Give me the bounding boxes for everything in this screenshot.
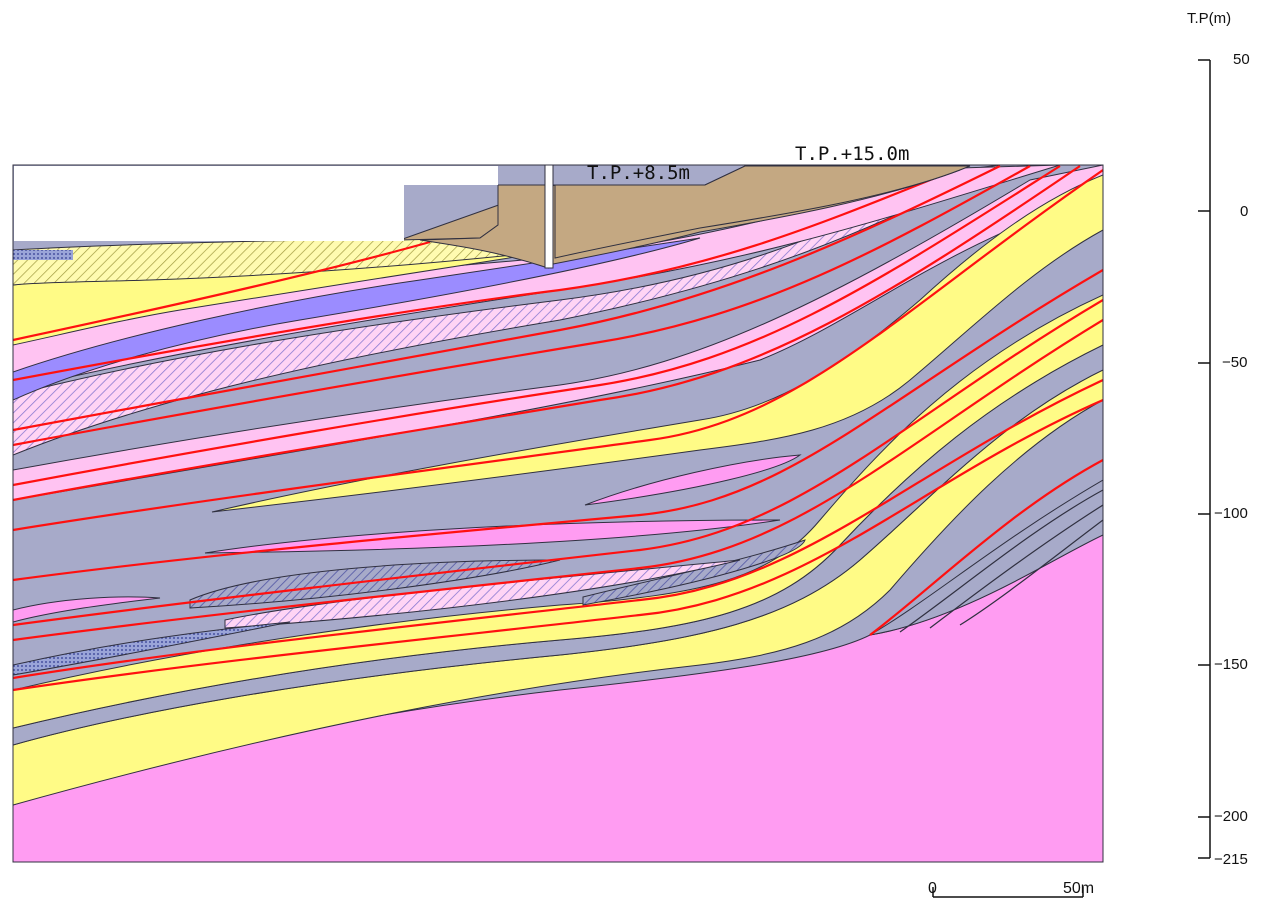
- pink-lens-center: [204, 519, 781, 554]
- axis-tick-0: 0: [1240, 203, 1249, 220]
- axis-tick-50: 50: [1233, 51, 1250, 68]
- elevation-label-15-0: T.P.+15.0m: [795, 143, 910, 165]
- hatched-lens-2: [582, 539, 806, 606]
- scale-bar: [932, 887, 1084, 898]
- section-top-mask: [14, 166, 404, 241]
- elevation-axis: [1198, 59, 1211, 859]
- axis-unit: T.P(m): [1187, 10, 1232, 27]
- ground-upper: [419, 165, 971, 269]
- axis-tick-minus150: −150: [1214, 656, 1248, 673]
- dotted-cap: [13, 250, 73, 260]
- axis-tick-minus200: −200: [1214, 808, 1248, 825]
- scale-bar-start: 0: [928, 880, 937, 897]
- violet-band: [13, 237, 701, 401]
- pink-lens-lower: [13, 596, 161, 623]
- pink-lens-upper: [584, 454, 802, 506]
- top-mask-right: [404, 166, 498, 185]
- axis-tick-minus50: −50: [1222, 354, 1248, 371]
- hatched-lens-4: [13, 621, 291, 676]
- borehole: [544, 164, 554, 269]
- strata: [13, 165, 1103, 862]
- yellow-band-mid-lower: [13, 294, 1103, 729]
- scale-bar-end: 50m: [1063, 880, 1095, 897]
- red-lines: [13, 165, 1103, 692]
- axis-tick-minus215: −215: [1214, 851, 1248, 868]
- elevation-label-8-5: T.P.+8.5m: [587, 162, 690, 184]
- yellow-band-mid: [211, 174, 1103, 513]
- axis-tick-minus100: −100: [1214, 505, 1248, 522]
- hatched-yellow-top: [13, 237, 561, 286]
- section-frame: [12, 164, 1104, 863]
